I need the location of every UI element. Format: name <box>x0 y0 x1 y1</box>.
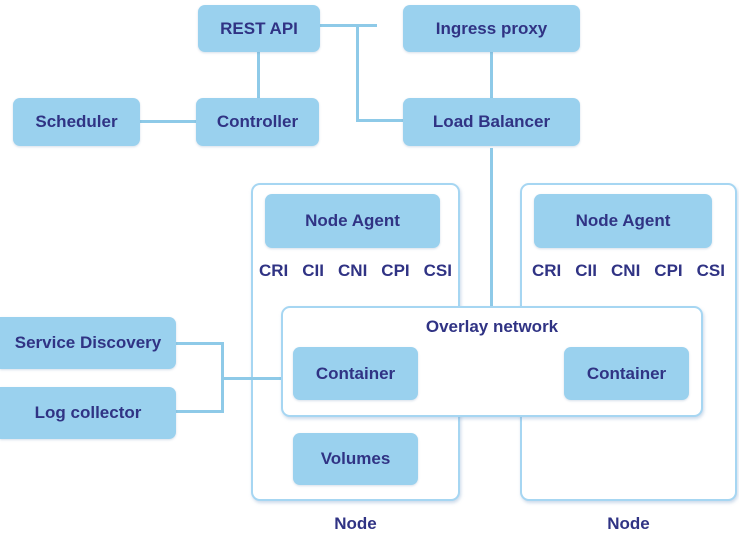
controller-box: Controller <box>196 98 319 146</box>
connector-loadbalancer-overlay <box>490 148 493 306</box>
ingress-proxy-box: Ingress proxy <box>403 5 580 52</box>
node-agent-box-right: Node Agent <box>534 194 712 248</box>
load-balancer-box: Load Balancer <box>403 98 580 146</box>
interface-label: CSI <box>423 261 452 280</box>
interface-label: CNI <box>338 261 368 280</box>
connector-restapi-elbow-vertical <box>356 24 359 122</box>
interface-label: CII <box>575 261 598 280</box>
interface-row-right: CRI CII CNI CPI CSI <box>520 261 737 281</box>
connector-restapi-loadbalancer <box>356 119 403 122</box>
node-label-right: Node <box>607 514 650 533</box>
container-box-right: Container <box>564 347 689 400</box>
node-label-left: Node <box>334 514 377 533</box>
connector-scheduler-controller <box>140 120 196 123</box>
interface-row-left: CRI CII CNI CPI CSI <box>251 261 460 281</box>
container-box-left: Container <box>293 347 418 400</box>
connector-restapi-controller <box>257 52 260 98</box>
interface-label: CRI <box>532 261 562 280</box>
interface-label: CRI <box>259 261 289 280</box>
rest-api-box: REST API <box>198 5 320 52</box>
interface-label: CPI <box>654 261 683 280</box>
connector-logcollector-bracket <box>176 410 223 413</box>
connector-bracket-overlay <box>221 377 281 380</box>
interface-label: CII <box>302 261 325 280</box>
scheduler-box: Scheduler <box>13 98 140 146</box>
connector-ingress-loadbalancer <box>490 52 493 98</box>
volumes-box: Volumes <box>293 433 418 485</box>
overlay-network-title: Overlay network <box>425 317 559 336</box>
connector-servicediscovery-bracket <box>176 342 223 345</box>
service-discovery-box: Service Discovery <box>0 317 176 369</box>
connector-restapi-elbow-top <box>320 24 377 27</box>
interface-label: CSI <box>696 261 725 280</box>
interface-label: CNI <box>611 261 641 280</box>
interface-label: CPI <box>381 261 410 280</box>
node-agent-box-left: Node Agent <box>265 194 440 248</box>
log-collector-box: Log collector <box>0 387 176 439</box>
